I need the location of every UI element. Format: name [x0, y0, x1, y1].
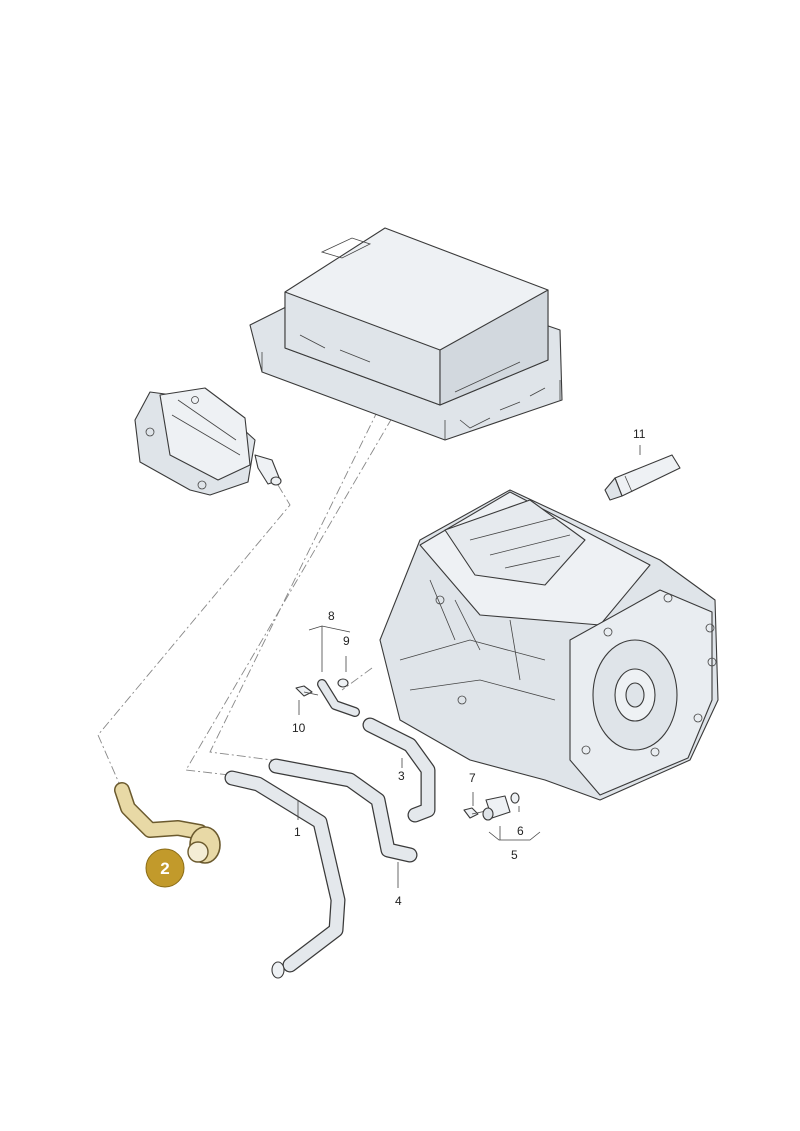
- callout-5: 5: [511, 848, 518, 862]
- callout-labels: 1 3 4 5 6 7 8 9 10 11: [292, 427, 646, 908]
- connector-8: [317, 678, 360, 717]
- highlighted-hose-2: [114, 782, 221, 864]
- o-ring-6: [510, 792, 520, 804]
- sealant-tube: [604, 454, 681, 501]
- part-number-badge: 2: [145, 848, 185, 888]
- hose-3: [362, 717, 436, 823]
- bolt-10: [295, 685, 319, 697]
- oil-cooler: [134, 387, 282, 496]
- badge-label: 2: [160, 859, 169, 878]
- callout-4: 4: [395, 894, 402, 908]
- transmission-housing: [379, 489, 719, 801]
- hose-4: [268, 758, 418, 863]
- hose-1: [224, 770, 346, 979]
- callout-10: 10: [292, 721, 306, 735]
- callout-8: 8: [328, 609, 335, 623]
- leader-lines: [297, 445, 641, 888]
- callout-1: 1: [294, 825, 301, 839]
- callout-6: 6: [517, 824, 524, 838]
- callout-7: 7: [469, 771, 476, 785]
- power-electronics-module: [249, 227, 563, 441]
- guide-lines: [97, 409, 409, 791]
- valve-5: [482, 795, 511, 821]
- callout-3: 3: [398, 769, 405, 783]
- callout-9: 9: [343, 634, 350, 648]
- callout-11: 11: [633, 427, 646, 441]
